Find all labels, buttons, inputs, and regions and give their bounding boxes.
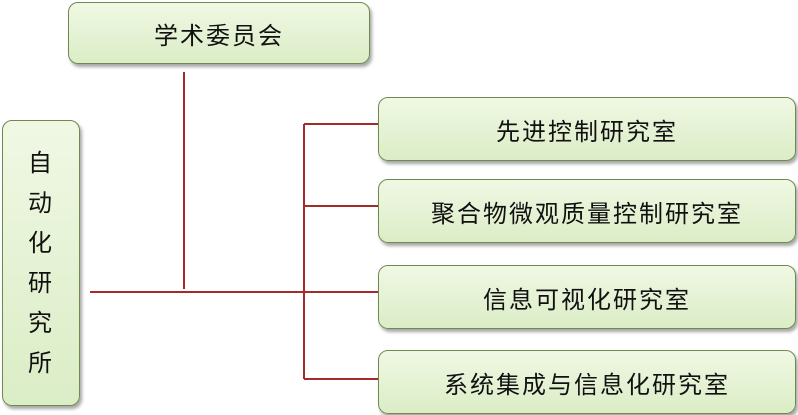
lab-box-system-integration: 系统集成与信息化研究室 (378, 350, 796, 414)
institute-label-char: 研 (28, 269, 54, 297)
committee-label: 学术委员会 (154, 21, 284, 50)
institute-label: 自动化研究所 (28, 143, 54, 383)
institute-label-char: 究 (28, 309, 54, 337)
lab-label: 先进控制研究室 (496, 117, 678, 146)
lab-label: 系统集成与信息化研究室 (444, 370, 730, 399)
institute-label-char: 化 (28, 229, 54, 257)
institute-box: 自动化研究所 (2, 120, 80, 406)
lab-box-information-visualization: 信息可视化研究室 (378, 265, 796, 329)
institute-label-char: 自 (28, 149, 54, 177)
lab-label: 聚合物微观质量控制研究室 (431, 199, 743, 228)
lab-box-polymer-quality-control: 聚合物微观质量控制研究室 (378, 179, 796, 243)
institute-label-char: 所 (28, 349, 54, 377)
lab-box-advanced-control: 先进控制研究室 (378, 97, 796, 161)
institute-label-char: 动 (28, 189, 54, 217)
lab-label: 信息可视化研究室 (483, 285, 691, 314)
committee-box: 学术委员会 (68, 2, 370, 64)
